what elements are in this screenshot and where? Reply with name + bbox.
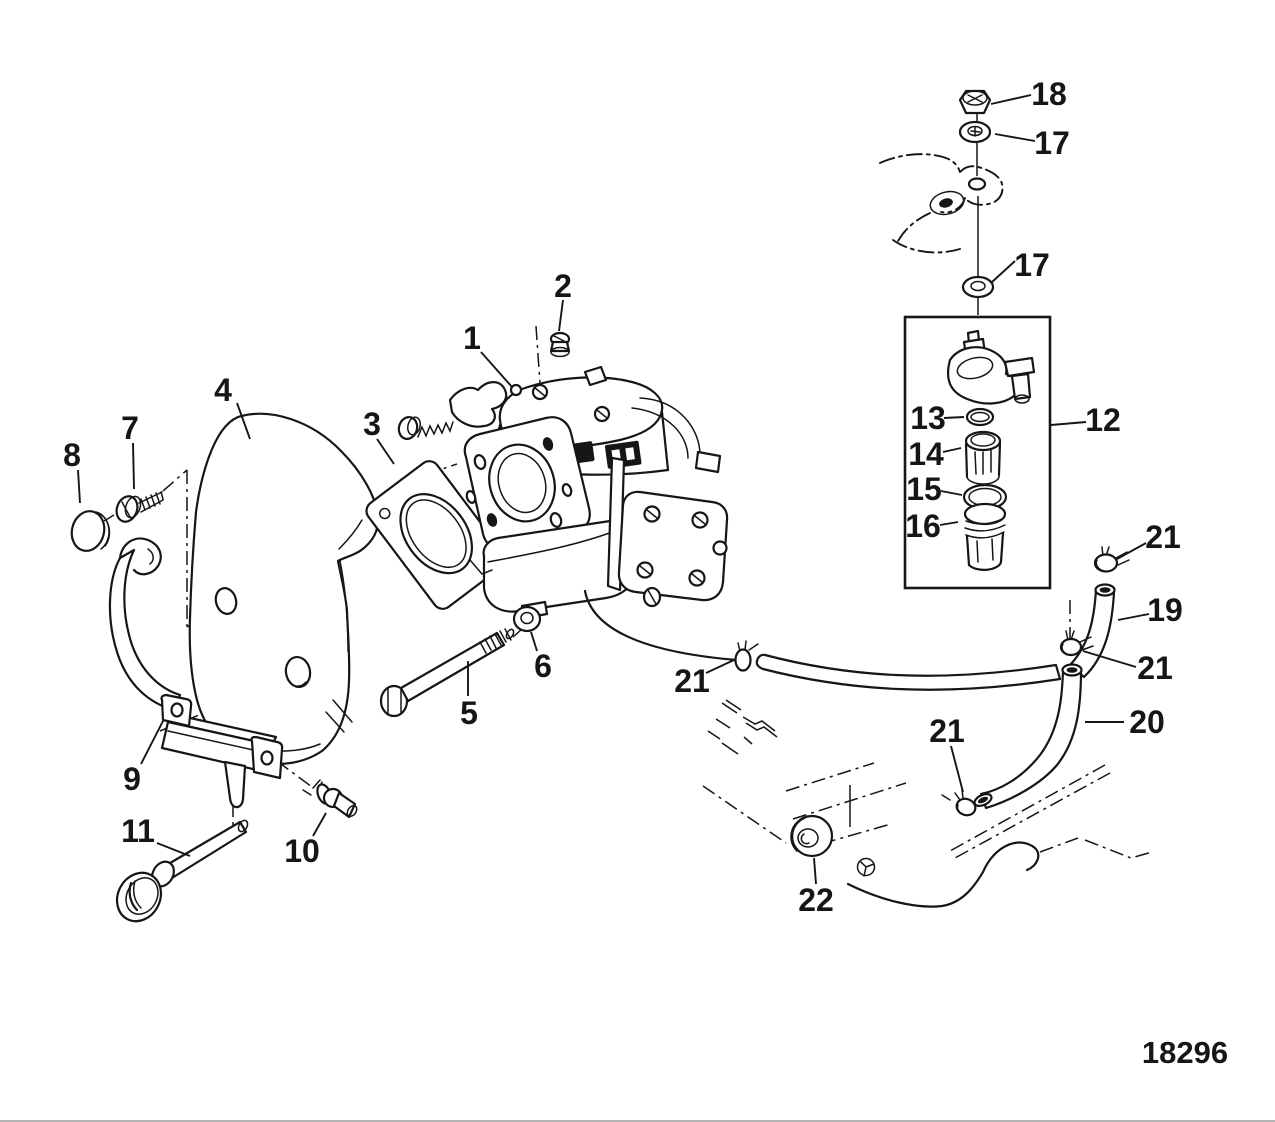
callout-label-8: 8 [63, 437, 81, 473]
callout-leader-3 [376, 438, 395, 465]
gasket-art [365, 460, 507, 610]
callout-label-21: 21 [1137, 650, 1173, 686]
cover-art [188, 412, 380, 766]
callout-label-20: 20 [1129, 704, 1165, 740]
fuel-pipe-art [583, 589, 739, 662]
callout-label-7: 7 [121, 410, 139, 446]
callout-label-14: 14 [908, 436, 944, 472]
callout-leader-15 [940, 490, 963, 496]
callout-label-17: 17 [1014, 247, 1050, 283]
callout-leader-21 [1116, 542, 1147, 560]
callout-leader-10 [312, 812, 327, 837]
callout-label-16: 16 [905, 508, 941, 544]
callout-label-5: 5 [460, 695, 478, 731]
fuel-hose-art [755, 653, 1062, 691]
callout-leader-11 [156, 842, 191, 857]
callout-leader-9 [140, 720, 164, 765]
callout-label-21: 21 [1145, 519, 1181, 555]
callout-label-19: 19 [1147, 592, 1183, 628]
callout-label-1: 1 [463, 320, 481, 356]
washer-17-bottom-art [961, 275, 995, 299]
screw-7-art [115, 491, 164, 523]
callout-label-10: 10 [284, 833, 320, 869]
bolt-5-art [379, 628, 515, 718]
screw-2-art [549, 331, 571, 358]
callout-leader-22 [813, 857, 817, 885]
callout-leader-18 [990, 94, 1032, 105]
hose-clamp-art [1059, 630, 1094, 657]
callout-label-21: 21 [929, 713, 965, 749]
washer-17-top-art [958, 120, 992, 144]
callout-label-18: 18 [1031, 76, 1067, 112]
callout-label-17: 17 [1034, 125, 1070, 161]
callout-label-12: 12 [1085, 402, 1121, 438]
callout-leader-7 [132, 442, 135, 490]
callout-leader-4 [236, 402, 251, 440]
callout-leader-6 [530, 631, 538, 652]
hose-clamp-art [734, 640, 759, 672]
callout-label-6: 6 [534, 648, 552, 684]
hose-clamp-art [1093, 546, 1130, 573]
callout-label-4: 4 [214, 372, 232, 408]
callout-leader-8 [77, 469, 81, 504]
callout-leader-16 [939, 521, 959, 526]
fuel-filter-assembly-box [903, 315, 1052, 590]
callout-leader-21 [1082, 650, 1137, 668]
bracket-art [108, 537, 284, 809]
fitting-10-art [302, 779, 358, 819]
hose-19-art [1068, 583, 1116, 679]
callout-label-11: 11 [121, 813, 155, 849]
callout-leader-13 [943, 416, 965, 419]
callout-leader-14 [942, 447, 962, 453]
callout-label-21: 21 [674, 663, 710, 699]
callout-leader-17 [991, 260, 1016, 283]
bolt-11-art [115, 819, 249, 923]
callout-leader-19 [1117, 613, 1150, 621]
callout-leader-21 [950, 745, 964, 793]
callout-leader-1 [480, 351, 513, 388]
callout-leader-12 [1050, 421, 1087, 426]
callout-label-22: 22 [798, 882, 834, 918]
callout-label-2: 2 [554, 268, 572, 304]
callout-label-9: 9 [123, 761, 141, 797]
engine-block-phantom [702, 699, 1153, 908]
callout-label-3: 3 [363, 406, 381, 442]
grommet-22-art [790, 814, 834, 858]
drawing-number: 18296 [1142, 1035, 1228, 1070]
callout-label-15: 15 [906, 471, 942, 507]
callout-label-13: 13 [910, 400, 946, 436]
callout-leader-17 [994, 133, 1036, 142]
washer-6-art [512, 605, 542, 633]
callout-leader-21 [705, 659, 735, 674]
hose-clamp-art [941, 788, 977, 817]
callout-layer: 1234567891011121314151617171819202121212… [63, 76, 1183, 918]
cap-art [70, 510, 111, 552]
hose-20-art [973, 663, 1083, 810]
callout-leader-2 [558, 299, 564, 332]
engine-bracket-arm-phantom [879, 153, 1004, 254]
nut-18-art [958, 89, 992, 115]
